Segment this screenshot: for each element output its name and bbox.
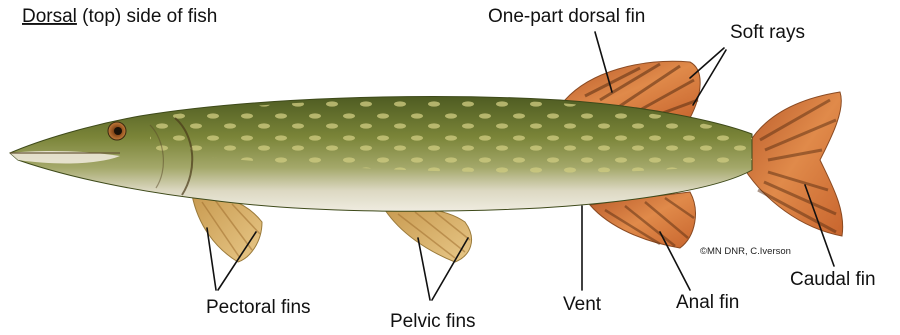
label-dorsal-fin: One-part dorsal fin xyxy=(488,6,645,27)
title-rest: (top) side of fish xyxy=(77,6,217,27)
caudal-fin xyxy=(745,92,843,236)
label-pelvic-fins: Pelvic fins xyxy=(390,311,476,332)
label-vent: Vent xyxy=(563,294,602,315)
page-title: Dorsal (top) side of fish xyxy=(22,6,217,27)
label-anal-fin: Anal fin xyxy=(676,292,739,313)
label-caudal-fin: Caudal fin xyxy=(790,269,876,290)
fish-body xyxy=(10,97,752,212)
image-credit: ©MN DNR, C.Iverson xyxy=(700,246,791,257)
label-soft-rays: Soft rays xyxy=(730,22,805,43)
title-dorsal-word: Dorsal xyxy=(22,6,77,27)
label-pectoral-fins: Pectoral fins xyxy=(206,297,311,318)
